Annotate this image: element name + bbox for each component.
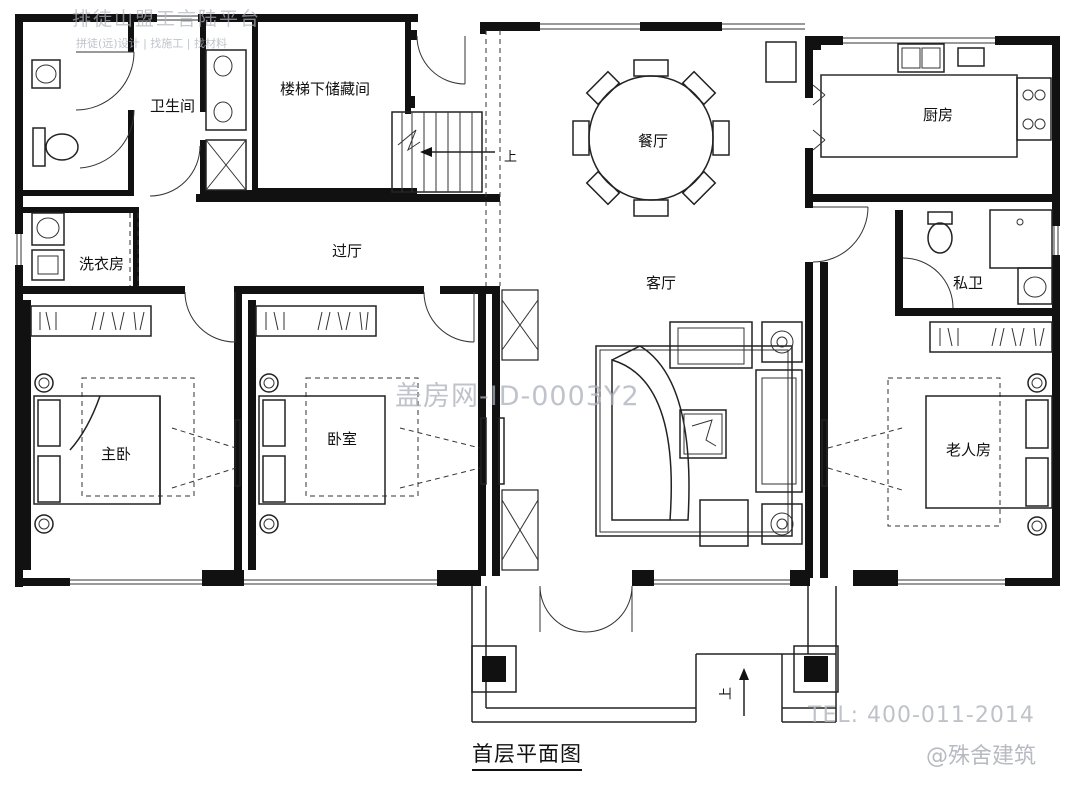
watermark-tel: TEL: 400-011-2014	[808, 703, 1035, 728]
room-label-bedroom: 卧室	[327, 430, 358, 448]
room-label-bathroom: 卫生间	[150, 97, 196, 115]
room-label-kitchen: 厨房	[923, 106, 954, 124]
staircase	[391, 96, 495, 193]
room-label-hall: 过厅	[332, 242, 363, 260]
plan-title: 首层平面图	[472, 738, 582, 771]
watermark-center: 盖房网-ID-0003Y2	[395, 381, 640, 412]
watermark-brand: @殊舍建筑	[926, 744, 1037, 769]
room-label-private-bath: 私卫	[953, 274, 984, 292]
room-label-laundry: 洗衣房	[79, 255, 125, 273]
dining-table	[572, 59, 730, 217]
bathroom-fixtures	[31, 49, 1053, 305]
watermark-top-sub: 拼徒(远)设计 | 找施工 | 找材料	[76, 37, 227, 50]
kitchen-fixtures	[765, 41, 1052, 158]
room-label-elder-room: 老人房	[946, 441, 992, 459]
porch-up-label: 上	[719, 686, 735, 701]
dashed-lines	[129, 30, 501, 286]
entry-porch	[471, 586, 839, 723]
closets	[30, 305, 1053, 353]
room-label-living: 客厅	[646, 274, 677, 292]
windows	[16, 15, 1059, 585]
room-label-master-bedroom: 主卧	[101, 445, 132, 463]
beds	[33, 373, 1053, 536]
door-swings	[75, 35, 954, 633]
exterior-walls	[15, 14, 1060, 587]
living-furniture	[501, 289, 803, 571]
stair-up-label: 上	[504, 150, 518, 165]
room-label-storage: 楼梯下储藏间	[280, 80, 371, 98]
watermark-top: 排徒山盟工言陆平台	[72, 8, 262, 30]
room-label-dining: 餐厅	[638, 132, 669, 150]
